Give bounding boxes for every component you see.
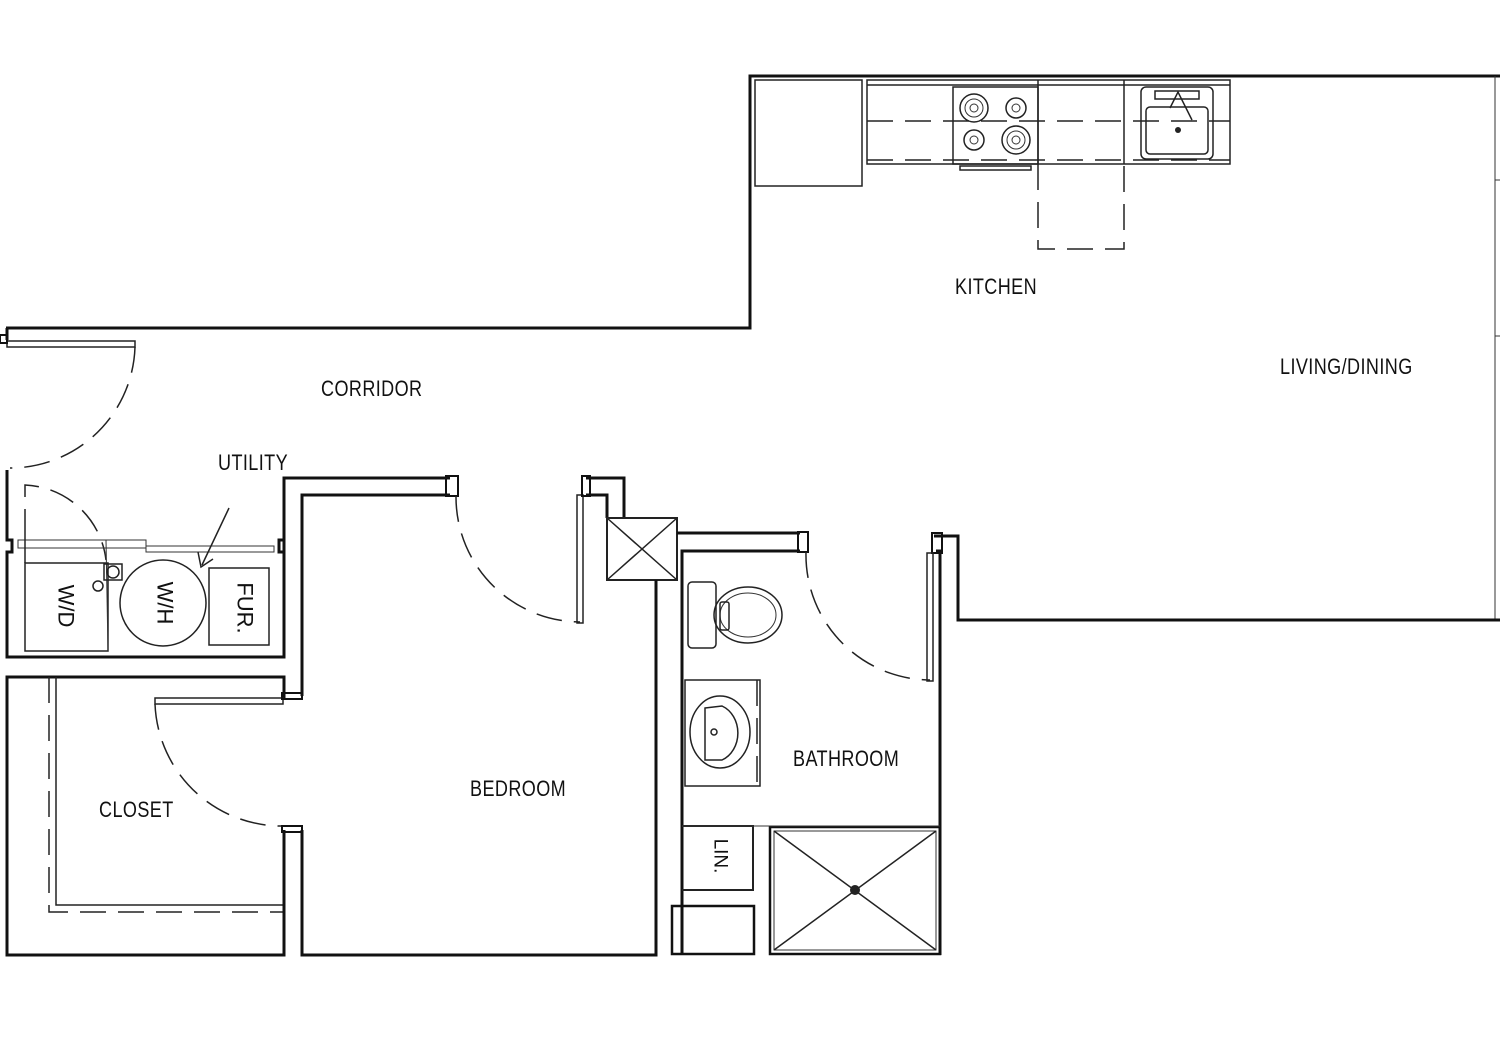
mechanical-shaft [606, 517, 800, 955]
room-label-closet: CLOSET [99, 797, 174, 822]
room-label-living-dining: LIVING/DINING [1280, 354, 1413, 379]
room-label-corridor: CORRIDOR [321, 376, 423, 401]
entry-door [0, 328, 136, 469]
room-label-utility: UTILITY [218, 450, 289, 475]
fixture-label-washer-dryer: W/D [53, 584, 79, 628]
fixture-label-linen: LIN. [709, 838, 731, 874]
room-label-bedroom: BEDROOM [470, 776, 567, 801]
kitchen-cabinets [754, 79, 1231, 250]
fixture-label-furnace: FUR. [232, 582, 258, 634]
bathroom-room [670, 531, 943, 956]
room-label-bathroom: BATHROOM [793, 746, 900, 771]
exterior-walls [6, 74, 1500, 622]
bedroom-room [282, 475, 658, 957]
closet-room [5, 675, 303, 957]
room-label-kitchen: KITCHEN [955, 274, 1038, 299]
fixture-label-water-heater: W/H [152, 581, 178, 625]
